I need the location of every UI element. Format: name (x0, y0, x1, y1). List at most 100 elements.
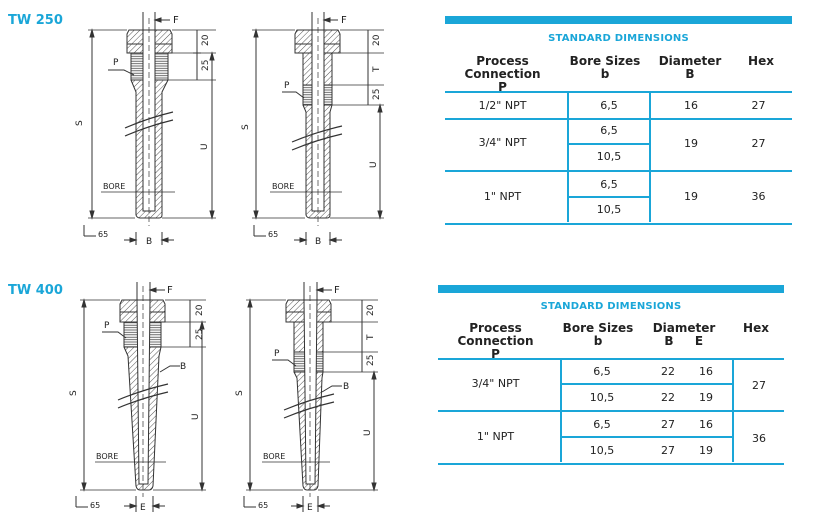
table-row-2-process: 3/4" NPT (478, 136, 527, 149)
tw250-2-p-label: P (284, 81, 290, 91)
tw400-2-f-label: F (334, 285, 340, 296)
table-title: STANDARD DIMENSIONS (540, 301, 682, 312)
table-row-1-process: 1/2" NPT (478, 99, 527, 112)
tw250-2-dim25: 25 (372, 89, 382, 100)
tw400-2-dim25: 25 (366, 355, 376, 366)
table2-row-1-hex: 27 (752, 379, 766, 392)
table2-row-1-bore-b: 10,5 (589, 391, 615, 404)
table2-row-2-b-b: 27 (661, 444, 675, 457)
col-divider (567, 172, 569, 222)
row-divider (445, 170, 792, 172)
tw400-2-s-label: S (235, 390, 245, 396)
table2-row-2-hex: 36 (752, 432, 766, 445)
tw250-1-p-label: P (113, 58, 119, 68)
row-divider (438, 463, 784, 465)
tw400-2-dim65: 65 (258, 501, 268, 510)
table2-row-2-e-a: 16 (699, 418, 713, 431)
tw400-1-p-label: P (104, 321, 110, 331)
tw400-1-dim20: 20 (195, 304, 205, 316)
table-row-3-hex: 36 (751, 190, 766, 203)
col-divider (732, 360, 734, 410)
col-divider (649, 120, 651, 170)
tw250-drawing-2 (252, 12, 384, 245)
tw400-2-t-label: T (366, 334, 376, 341)
tw250-2-s-label: S (241, 124, 251, 130)
table2-row-2-bore-a: 6,5 (593, 418, 611, 431)
col-divider (560, 412, 562, 462)
tw250-2-f-label: F (341, 15, 347, 26)
col-header-hex: Hex (743, 321, 769, 335)
tw400-2-e-label: E (307, 503, 313, 513)
tw250-2-u-label: U (369, 161, 379, 168)
table-title: STANDARD DIMENSIONS (548, 33, 689, 44)
tw250-1-u-label: U (200, 143, 210, 150)
tw250-1-dim65: 65 (98, 230, 108, 239)
row-divider (438, 410, 784, 412)
table-row-2-diameter: 19 (684, 137, 698, 150)
tw250-2-bore-label: BORE (272, 182, 294, 191)
tw250-1-f-label: F (173, 15, 179, 26)
thermowell-drawings: F P S U 20 25 BORE 65 B (69, 12, 384, 513)
col-divider (560, 360, 562, 410)
table-row-3-bore-b: 10,5 (596, 203, 622, 216)
table2-row-2-b-a: 27 (661, 418, 675, 431)
table-row-2-bore-a: 6,5 (600, 124, 618, 137)
table2-row-1-b-a: 22 (661, 365, 675, 378)
tw400-drawing-2 (243, 282, 378, 512)
table-header-bar (445, 16, 792, 24)
col-divider (649, 172, 651, 222)
row-divider (445, 223, 792, 225)
table2-row-1-b-b: 22 (661, 391, 675, 404)
table-row-3-bore-a: 6,5 (600, 178, 618, 191)
tw250-1-dim20: 20 (201, 34, 211, 46)
tw400-1-u-label: U (191, 413, 201, 420)
table2-row-1-process: 3/4" NPT (471, 377, 520, 390)
table-header-bar (438, 285, 784, 293)
tw400-2-p-label: P (274, 349, 280, 359)
tw400-2-bore-label: BORE (263, 452, 285, 461)
tw250-1-bore-label: BORE (103, 182, 125, 191)
sub-row-divider (569, 143, 649, 145)
tw250-section-label: TW 250 (8, 13, 63, 28)
col-header-hex: Hex (748, 54, 774, 68)
tw400-1-s-label: S (69, 390, 79, 396)
table-row-1-bore: 6,5 (600, 99, 618, 112)
row-divider (438, 358, 784, 360)
tw250-2-t-label: T (372, 66, 382, 73)
tw250-1-b-label: B (146, 237, 152, 247)
tw400-section-label: TW 400 (8, 283, 63, 298)
tw400-2-u-label: U (363, 429, 373, 436)
tw400-1-dim65: 65 (90, 501, 100, 510)
table2-row-1-bore-a: 6,5 (593, 365, 611, 378)
tw250-2-dim20: 20 (372, 34, 382, 46)
table2-row-2-e-b: 19 (699, 444, 713, 457)
table-row-3-process: 1" NPT (483, 190, 522, 203)
tw400-1-e-label: E (140, 503, 146, 513)
tw400-1-dim25: 25 (195, 329, 205, 340)
col-divider (567, 93, 569, 118)
tw400-1-bore-label: BORE (96, 452, 118, 461)
row-divider (445, 118, 792, 120)
table-row-2-hex: 27 (751, 137, 766, 150)
tw400-1-f-label: F (167, 285, 173, 296)
tw250-1-dim25: 25 (201, 60, 211, 71)
col-divider (567, 120, 569, 170)
table2-row-1-e-b: 19 (699, 391, 713, 404)
table-row-2-bore-b: 10,5 (596, 150, 622, 163)
table2-row-2-process: 1" NPT (476, 430, 515, 443)
table-row-1-hex: 27 (751, 99, 766, 112)
sub-row-divider (569, 196, 649, 198)
tw250-2-b-label: B (315, 237, 321, 247)
col-divider (732, 412, 734, 462)
sub-row-divider (562, 383, 732, 385)
tw400-drawing-1 (75, 282, 206, 512)
sub-row-divider (562, 436, 732, 438)
tw250-drawing-1 (83, 12, 216, 245)
table2-row-2-bore-b: 10,5 (589, 444, 615, 457)
